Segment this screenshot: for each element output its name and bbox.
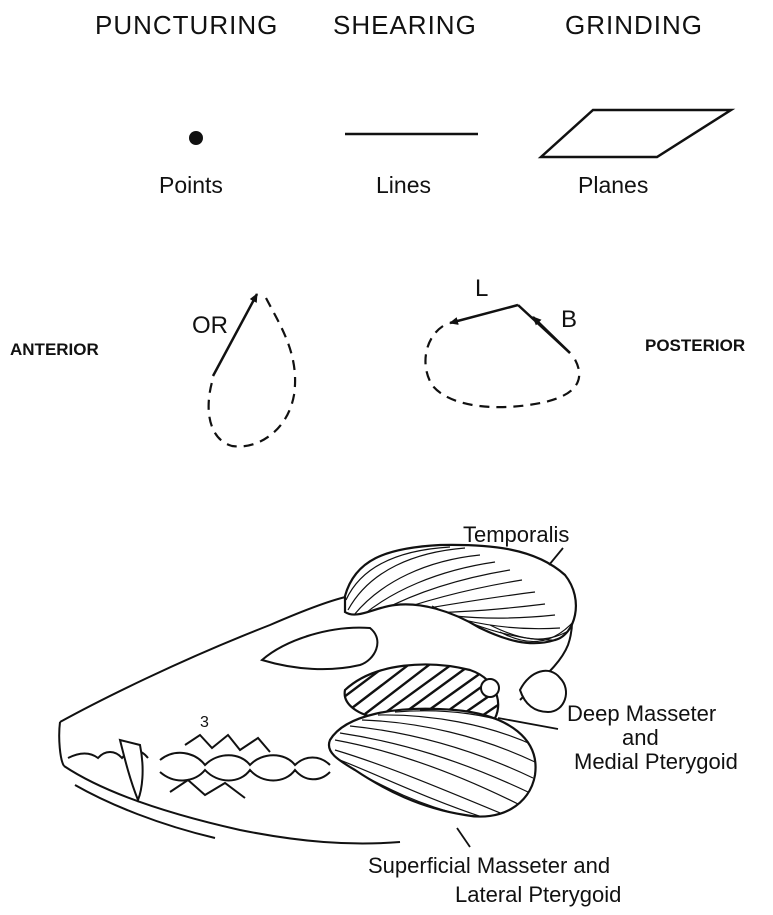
b-arrow-icon	[533, 317, 570, 353]
temporalis-muscle-icon	[345, 545, 576, 643]
superficial-masseter-muscle-icon	[329, 709, 536, 818]
skull-mark: 3	[200, 714, 209, 731]
posterior-chewing-cycle	[425, 305, 579, 407]
or-arrow-icon	[213, 294, 257, 376]
point-symbol-icon	[189, 131, 203, 145]
superficial-leader-line	[457, 828, 470, 847]
anterior-chewing-cycle	[209, 294, 295, 447]
temporalis-leader-line	[549, 548, 563, 565]
l-arrow-icon	[450, 305, 518, 323]
plane-symbol-icon	[541, 110, 731, 157]
